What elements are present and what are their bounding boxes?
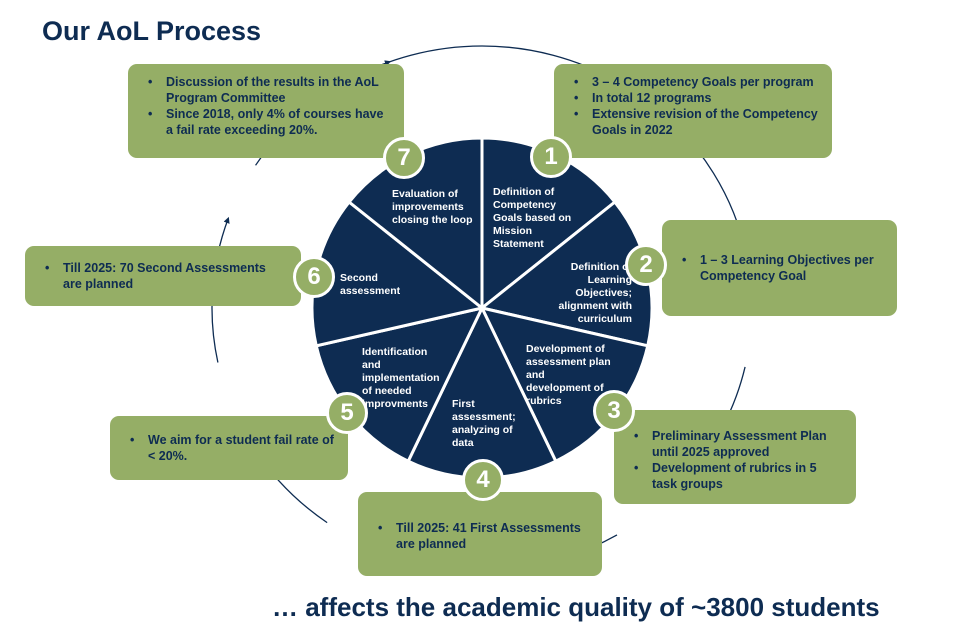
step-3-box: Preliminary Assessment Plan until 2025 a… <box>614 410 856 504</box>
segment-label-7: Evaluation of improvements closing the l… <box>392 188 473 226</box>
step-7-box: Discussion of the results in the AoL Pro… <box>128 64 404 158</box>
process-pie <box>310 136 654 480</box>
step-1-bullet: In total 12 programs <box>568 90 818 106</box>
step-4-number: 4 <box>462 459 504 501</box>
step-4-bullet: Till 2025: 41 First Assessments are plan… <box>372 520 588 552</box>
step-3-number: 3 <box>593 390 635 432</box>
step-1-box: 3 – 4 Competency Goals per program In to… <box>554 64 832 158</box>
step-6-bullet: Till 2025: 70 Second Assessments are pla… <box>39 260 287 292</box>
step-4-box: Till 2025: 41 First Assessments are plan… <box>358 492 602 576</box>
step-2-number: 2 <box>625 244 667 286</box>
step-2-bullet: 1 – 3 Learning Objectives per Competency… <box>676 252 883 284</box>
segment-label-1: Definition of Competency Goals based on … <box>493 186 572 250</box>
step-6-number: 6 <box>293 256 335 298</box>
step-5-bullet: We aim for a student fail rate of < 20%. <box>124 432 334 464</box>
step-1-number: 1 <box>530 136 572 178</box>
step-2-box: 1 – 3 Learning Objectives per Competency… <box>662 220 897 316</box>
step-7-bullet: Discussion of the results in the AoL Pro… <box>142 74 390 106</box>
segment-label-5: Identification and implementation of nee… <box>362 346 440 410</box>
step-1-bullet: 3 – 4 Competency Goals per program <box>568 74 818 90</box>
segment-label-3: Development of assessment plan and devel… <box>526 343 611 407</box>
step-7-bullet: Since 2018, only 4% of courses have a fa… <box>142 106 390 138</box>
footer-tagline: … affects the academic quality of ~3800 … <box>272 592 880 622</box>
step-5-box: We aim for a student fail rate of < 20%. <box>110 416 348 480</box>
diagram-title: Our AoL Process <box>42 16 262 46</box>
step-3-bullet: Development of rubrics in 5 task groups <box>628 460 842 492</box>
step-7-number: 7 <box>383 137 425 179</box>
step-5-number: 5 <box>326 392 368 434</box>
step-6-box: Till 2025: 70 Second Assessments are pla… <box>25 246 301 306</box>
segment-label-4: First assessment; analyzing of data <box>452 398 516 449</box>
step-3-bullet: Preliminary Assessment Plan until 2025 a… <box>628 428 842 460</box>
step-1-bullet: Extensive revision of the Competency Goa… <box>568 106 818 138</box>
segment-label-6: Second assessment <box>340 272 401 297</box>
segment-label-2: Definition of Learning Objectives; align… <box>558 261 633 325</box>
